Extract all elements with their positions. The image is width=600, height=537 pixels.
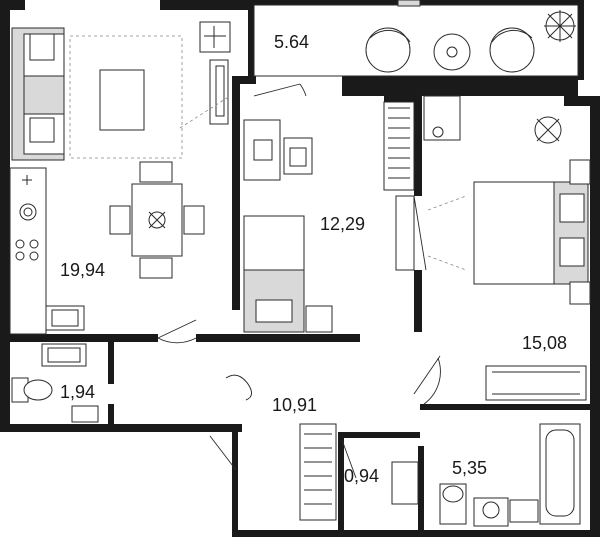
area-label-living-kitchen: 19,94	[60, 260, 105, 280]
toilet-fixtures	[11, 343, 99, 423]
area-label-toilet: 1,94	[60, 382, 95, 402]
area-label-bedroom: 15,08	[522, 333, 567, 353]
living-furniture	[9, 21, 231, 344]
balcony-furniture	[253, 0, 579, 97]
area-label-closet: 0,94	[344, 466, 379, 486]
area-label-balcony: 5.64	[274, 32, 309, 52]
hallway-furniture	[209, 355, 441, 521]
bathroom-fixtures	[439, 423, 581, 527]
area-label-study: 12,29	[320, 214, 365, 234]
area-labels: 5.64 19,94 12,29 15,08 1,94 10,91 0,94 5…	[60, 32, 567, 486]
study-furniture	[243, 101, 427, 333]
area-label-hallway: 10,91	[272, 395, 317, 415]
bedroom-furniture	[423, 95, 591, 401]
area-label-bathroom: 5,35	[452, 458, 487, 478]
